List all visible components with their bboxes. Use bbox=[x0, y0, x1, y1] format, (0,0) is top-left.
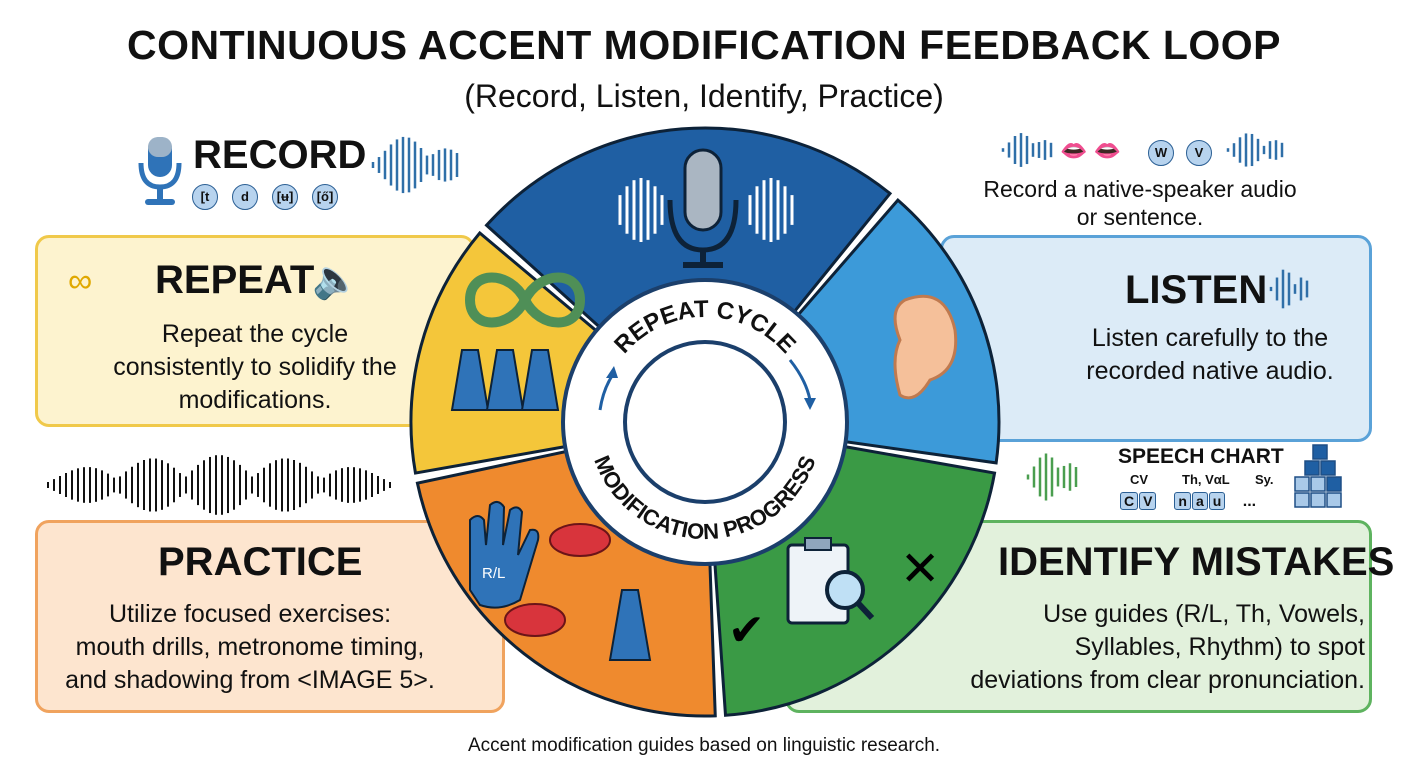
listen-text: Listen carefully to the recorded native a… bbox=[1060, 322, 1360, 388]
text-line: modifications. bbox=[178, 386, 332, 414]
chart-box: u bbox=[1208, 492, 1226, 510]
chart-box: V bbox=[1139, 492, 1157, 510]
page-title: CONTINUOUS ACCENT MODIFICATION FEEDBACK … bbox=[126, 22, 1282, 68]
text-line: Syllables, Rhythm) to spot bbox=[1074, 633, 1365, 661]
arrow-head bbox=[606, 366, 618, 378]
speech-chart-col: CV bbox=[1130, 472, 1149, 487]
text-line: or sentence. bbox=[1076, 204, 1204, 230]
phoneme-chip: [ʉ] bbox=[272, 184, 298, 210]
segment-microphone-icon bbox=[667, 148, 739, 268]
metronomes-icon bbox=[450, 349, 560, 411]
listen-panel bbox=[940, 235, 1372, 442]
metronome-icon bbox=[608, 589, 652, 661]
chart-box: C bbox=[1120, 492, 1139, 510]
page-subtitle: (Record, Listen, Identify, Practice) bbox=[464, 78, 944, 114]
phoneme-chip: [t bbox=[192, 184, 218, 210]
sound-wave-icon bbox=[371, 136, 459, 194]
hand-icon: R/L bbox=[469, 501, 540, 609]
practice-text: Utilize focused exercises: mouth drills, … bbox=[45, 598, 455, 697]
speech-chart-col: Th, VαL bbox=[1182, 472, 1230, 487]
repeat-text: Repeat the cycle consistently to solidify… bbox=[45, 318, 465, 417]
sound-wave-icon bbox=[1226, 133, 1284, 167]
footer-note: Accent modification guides based on ling… bbox=[467, 735, 941, 756]
practice-title: PRACTICE bbox=[158, 540, 363, 584]
speech-chart-title: SPEECH CHART bbox=[1118, 445, 1284, 468]
block-pyramid-icon bbox=[1294, 444, 1342, 508]
chart-box: n bbox=[1174, 492, 1191, 510]
sound-wave-icon bbox=[47, 455, 391, 515]
more-indicator: ... bbox=[1242, 493, 1257, 510]
speaker-icon: 🔈 bbox=[312, 259, 360, 301]
text-line: Record a native-speaker audio bbox=[983, 176, 1297, 202]
repeat-panel bbox=[35, 235, 475, 427]
phoneme-chip: V bbox=[1186, 140, 1212, 166]
text-line: mouth drills, metronome timing, bbox=[75, 633, 425, 661]
text-line: Utilize focused exercises: bbox=[108, 600, 392, 628]
record-symbols: [t d [ʉ] [ő] bbox=[192, 184, 352, 210]
lips-icon bbox=[504, 523, 611, 637]
infinity-arrows-icon bbox=[464, 272, 586, 328]
center-hole bbox=[623, 340, 787, 504]
cycle-arrow bbox=[788, 359, 812, 401]
sound-wave-icon bbox=[1269, 269, 1309, 309]
cycle-arrow bbox=[598, 375, 614, 411]
microphone-icon bbox=[138, 137, 182, 205]
speech-chart-col: Sy. bbox=[1255, 472, 1274, 487]
repeat-title: REPEAT bbox=[155, 258, 315, 302]
phoneme-chip: W bbox=[1148, 140, 1174, 166]
text-line: and shadowing from <IMAGE 5>. bbox=[65, 666, 435, 694]
text-line: Repeat the cycle bbox=[161, 320, 349, 348]
identify-text: Use guides (R/L, Th, Vowels, Syllables, R… bbox=[915, 598, 1365, 697]
sound-wave-icon bbox=[1001, 133, 1053, 167]
lips-icon: 👄 👄 bbox=[1060, 138, 1121, 163]
ear-icon bbox=[893, 294, 958, 400]
phoneme-chip: [ő] bbox=[312, 184, 338, 210]
chart-box: a bbox=[1191, 492, 1208, 510]
hand-label: R/L bbox=[482, 565, 505, 582]
clipboard-magnifier-icon bbox=[786, 537, 875, 625]
text-line: Use guides (R/L, Th, Vowels, bbox=[1043, 600, 1365, 628]
arrow-head bbox=[804, 398, 816, 410]
text-line: recorded native audio. bbox=[1086, 357, 1334, 385]
x-mark-icon: ✕ bbox=[900, 541, 940, 597]
text-line: consistently to solidify the bbox=[113, 353, 397, 381]
check-mark-icon: ✔ bbox=[728, 605, 765, 656]
infinity-loop-icon: ∞ bbox=[68, 262, 93, 300]
text-line: deviations from clear pronunciation. bbox=[970, 666, 1365, 694]
text-line: Listen carefully to the bbox=[1091, 324, 1329, 352]
listen-title: LISTEN bbox=[1125, 268, 1268, 312]
record-title: RECORD bbox=[193, 133, 367, 177]
identify-title: IDENTIFY MISTAKES bbox=[998, 540, 1395, 584]
sound-wave-icon bbox=[1026, 453, 1078, 501]
phoneme-chip: d bbox=[232, 184, 258, 210]
